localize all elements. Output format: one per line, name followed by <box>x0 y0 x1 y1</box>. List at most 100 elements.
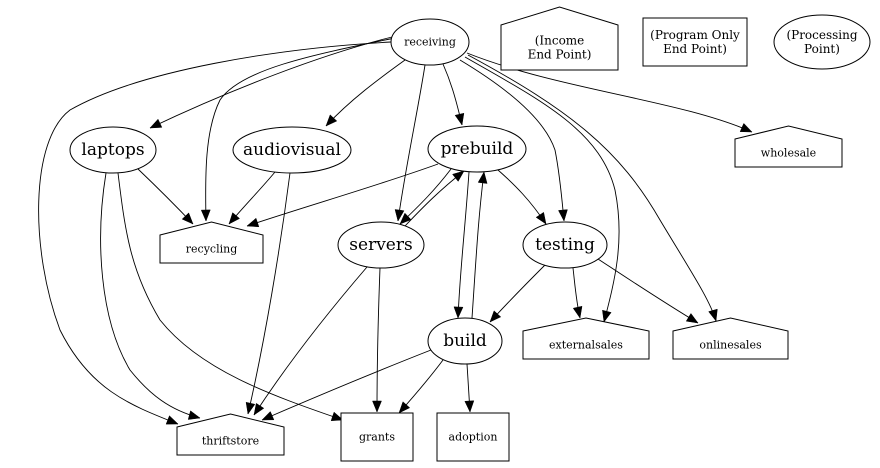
edge-prebuild-to-servers <box>399 168 452 225</box>
legend-label: End Point) <box>528 48 592 62</box>
edges-layer <box>38 36 753 425</box>
node-label: externalsales <box>549 339 623 352</box>
edge-receiving-to-thriftstore <box>38 41 392 425</box>
edge-line <box>253 266 368 416</box>
edge-line <box>457 171 470 319</box>
edge-receiving-to-testing <box>459 59 568 222</box>
box-shape <box>642 17 748 67</box>
arrowhead-icon <box>453 306 464 319</box>
arrowhead-icon <box>464 400 475 413</box>
box-shape <box>436 412 510 462</box>
node-testing[interactable]: testing <box>522 221 608 269</box>
arrowhead-icon <box>372 400 382 413</box>
arrowhead-icon <box>325 114 338 127</box>
edge-line <box>397 64 426 222</box>
nodes-layer: receiving laptops audiovisual prebuild serve… <box>69 18 843 462</box>
node-onlinesales[interactable]: onlinesales <box>672 317 789 360</box>
node-receiving[interactable]: receiving <box>390 18 470 66</box>
edge-audiovisual-to-recycling <box>228 171 276 225</box>
edge-line <box>471 171 485 319</box>
node-externalsales[interactable]: externalsales <box>522 317 650 360</box>
ellipse-shape <box>427 317 503 365</box>
edge-build-to-thriftstore <box>261 349 432 421</box>
edge-line <box>404 170 465 227</box>
node-adoption[interactable]: adoption <box>436 412 510 462</box>
node-wholesale[interactable]: wholesale <box>734 125 843 168</box>
node-label: onlinesales <box>699 339 762 352</box>
edge-servers-to-thriftstore <box>253 266 368 416</box>
edge-build-to-grants <box>398 359 444 414</box>
edge-laptops-to-thriftstore <box>100 172 201 420</box>
edge-receiving-to-audiovisual <box>325 59 406 127</box>
arrowhead-icon <box>739 122 753 133</box>
arrowhead-icon <box>602 309 612 323</box>
ellipse-shape <box>69 126 157 174</box>
edge-line <box>205 37 396 222</box>
edge-receiving-to-prebuild <box>442 63 465 126</box>
ellipse-shape <box>390 18 470 66</box>
node-label: recycling <box>186 243 237 256</box>
node-audiovisual[interactable]: audiovisual <box>232 126 352 174</box>
legend-label: End Point) <box>663 42 727 56</box>
edge-line <box>100 172 201 419</box>
edge-build-to-adoption <box>464 363 475 413</box>
arrowhead-icon <box>558 209 568 222</box>
ellipse-shape <box>337 221 425 269</box>
edge-audiovisual-to-thriftstore <box>245 172 291 415</box>
arrowhead-icon <box>535 211 547 225</box>
edge-receiving-to-recycling <box>200 37 396 222</box>
node-recycling[interactable]: recycling <box>159 221 264 264</box>
legend-label: (Income <box>535 34 585 48</box>
node-label: grants <box>359 431 395 444</box>
edge-laptops-to-grants <box>117 172 344 421</box>
arrowhead-icon <box>685 313 699 324</box>
edge-line <box>489 264 546 323</box>
arrowhead-icon <box>181 212 194 225</box>
house-shape <box>734 125 843 168</box>
arrowhead-icon <box>572 305 583 319</box>
ellipse-shape <box>773 14 871 70</box>
edge-line <box>247 172 291 415</box>
house-shape <box>672 317 789 360</box>
node-label: receiving <box>404 36 456 49</box>
edge-line <box>149 36 393 129</box>
ellipse-shape <box>522 221 608 269</box>
edge-line <box>376 267 381 413</box>
node-thriftstore[interactable]: thriftstore <box>176 413 285 456</box>
edge-laptops-to-recycling <box>137 168 194 225</box>
edge-receiving-to-laptops <box>149 36 393 129</box>
arrowhead-icon <box>454 112 465 126</box>
edge-line <box>38 41 392 425</box>
arrowhead-icon <box>228 212 240 225</box>
arrowhead-icon <box>330 411 344 421</box>
arrowhead-icon <box>399 212 412 225</box>
edge-prebuild-to-recycling <box>246 163 439 228</box>
legend-label: (Program Only <box>650 28 740 42</box>
edge-receiving-to-externalsales <box>464 56 620 323</box>
node-laptops[interactable]: laptops <box>69 126 157 174</box>
edge-receiving-to-servers <box>394 64 426 222</box>
legend-label: (Processing <box>786 28 857 42</box>
arrowhead-icon <box>187 410 201 420</box>
arrowhead-icon <box>165 415 179 425</box>
node-servers[interactable]: servers <box>337 221 425 269</box>
arrowhead-icon <box>708 308 718 322</box>
node-prebuild[interactable]: prebuild <box>427 125 527 173</box>
house-shape <box>522 317 650 360</box>
edge-receiving-to-onlinesales <box>467 54 718 322</box>
node-label: prebuild <box>441 139 514 159</box>
house-shape <box>176 413 285 456</box>
edge-line <box>261 349 432 421</box>
edge-line <box>464 56 620 323</box>
edge-line <box>117 172 344 421</box>
edge-line <box>325 59 406 127</box>
arrowhead-icon <box>149 118 163 129</box>
node-grants[interactable]: grants <box>340 412 414 462</box>
edge-line <box>597 258 699 324</box>
node-build[interactable]: build <box>427 317 503 365</box>
arrowhead-icon <box>261 411 275 421</box>
